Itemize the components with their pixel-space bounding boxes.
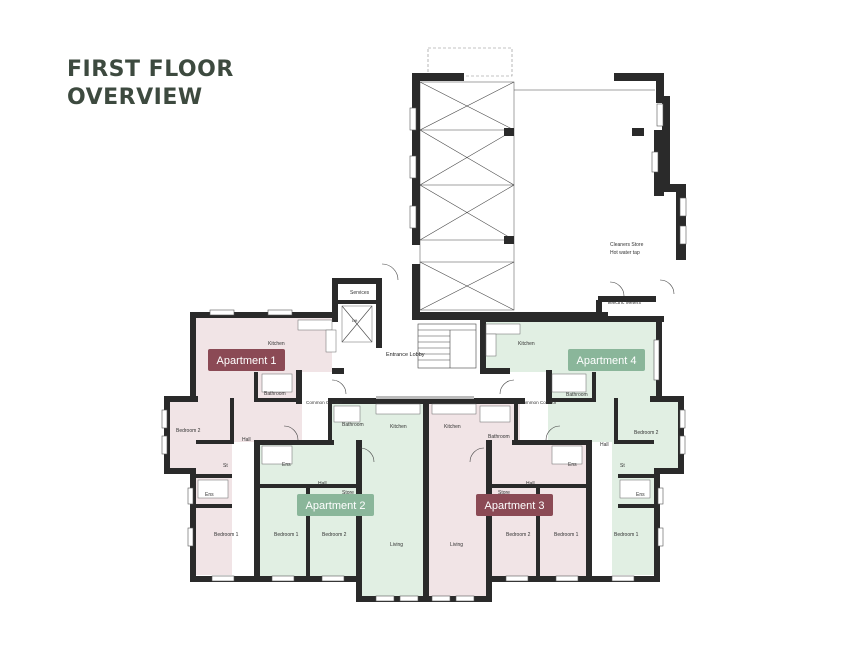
room-common-corridor-right: Common Corridor: [520, 400, 557, 405]
room-living-2: Living: [390, 542, 403, 548]
room-st-4: St: [620, 463, 625, 469]
room-electric-meters: Electric Meters: [608, 300, 642, 306]
room-entrance-lobby: Entrance Lobby: [386, 352, 425, 358]
room-lift: Lift: [352, 318, 358, 323]
room-hot-water-tap: Hot water tap: [610, 250, 640, 256]
apartment-4-badge: Apartment 4: [568, 349, 645, 371]
staircase: [376, 323, 477, 399]
room-ens-3: Ens: [568, 462, 577, 468]
room-bathroom-3: Bathroom: [488, 434, 510, 440]
room-ens-2: Ens: [282, 462, 291, 468]
room-ens-1: Ens: [205, 492, 214, 498]
room-store-3: Store: [498, 490, 510, 496]
doors: [283, 263, 675, 463]
room-labels: Kitchen Bathroom Bedroom 2 Hall St Ens B…: [176, 242, 659, 548]
room-kitchen-1: Kitchen: [268, 341, 285, 347]
room-cleaners-store: Cleaners Store: [610, 242, 644, 248]
apartment-3-badge: Apartment 3: [476, 494, 553, 516]
room-kitchen-3: Kitchen: [444, 424, 461, 430]
apartment-3-label: Apartment 3: [485, 500, 545, 512]
room-common-corridor-left: Common Corridor: [306, 400, 343, 405]
room-bathroom-4: Bathroom: [566, 392, 588, 398]
room-bedroom1-4: Bedroom 1: [614, 532, 639, 538]
room-bedroom2-3: Bedroom 2: [506, 532, 531, 538]
apartment-2-badge: Apartment 2: [297, 494, 374, 516]
room-bathroom-2: Bathroom: [342, 422, 364, 428]
upper-void-area: [419, 47, 655, 311]
windows: [161, 103, 687, 602]
room-hall-2: Hall: [318, 481, 327, 487]
room-store-2: Store: [342, 490, 354, 496]
room-kitchen-2: Kitchen: [390, 424, 407, 430]
page-title: FIRST FLOOR OVERVIEW: [67, 56, 234, 112]
title-line-2: OVERVIEW: [67, 85, 203, 110]
room-bedroom1-2: Bedroom 1: [274, 532, 299, 538]
room-bedroom1-3: Bedroom 1: [554, 532, 579, 538]
fixtures: [197, 305, 651, 499]
apartment-4-rooms: [484, 322, 678, 575]
room-st-1: St: [223, 463, 228, 469]
room-bedroom2-1: Bedroom 2: [176, 428, 201, 434]
room-bedroom2-2: Bedroom 2: [322, 532, 347, 538]
room-living-3: Living: [450, 542, 463, 548]
apartment-1-label: Apartment 1: [217, 355, 277, 367]
room-bathroom-1: Bathroom: [264, 391, 286, 397]
room-hall-1: Hall: [242, 437, 251, 443]
room-hall-3: Hall: [526, 481, 535, 487]
room-bedroom2-4: Bedroom 2: [634, 430, 659, 436]
title-line-1: FIRST FLOOR: [67, 57, 234, 82]
room-services: Services: [350, 290, 370, 296]
apartment-1-badge: Apartment 1: [208, 349, 285, 371]
room-hall-4: Hall: [600, 442, 609, 448]
apartment-4-label: Apartment 4: [577, 355, 637, 367]
room-bedroom1-1: Bedroom 1: [214, 532, 239, 538]
room-kitchen-4: Kitchen: [518, 341, 535, 347]
room-ens-4: Ens: [636, 492, 645, 498]
apartment-2-label: Apartment 2: [306, 500, 366, 512]
